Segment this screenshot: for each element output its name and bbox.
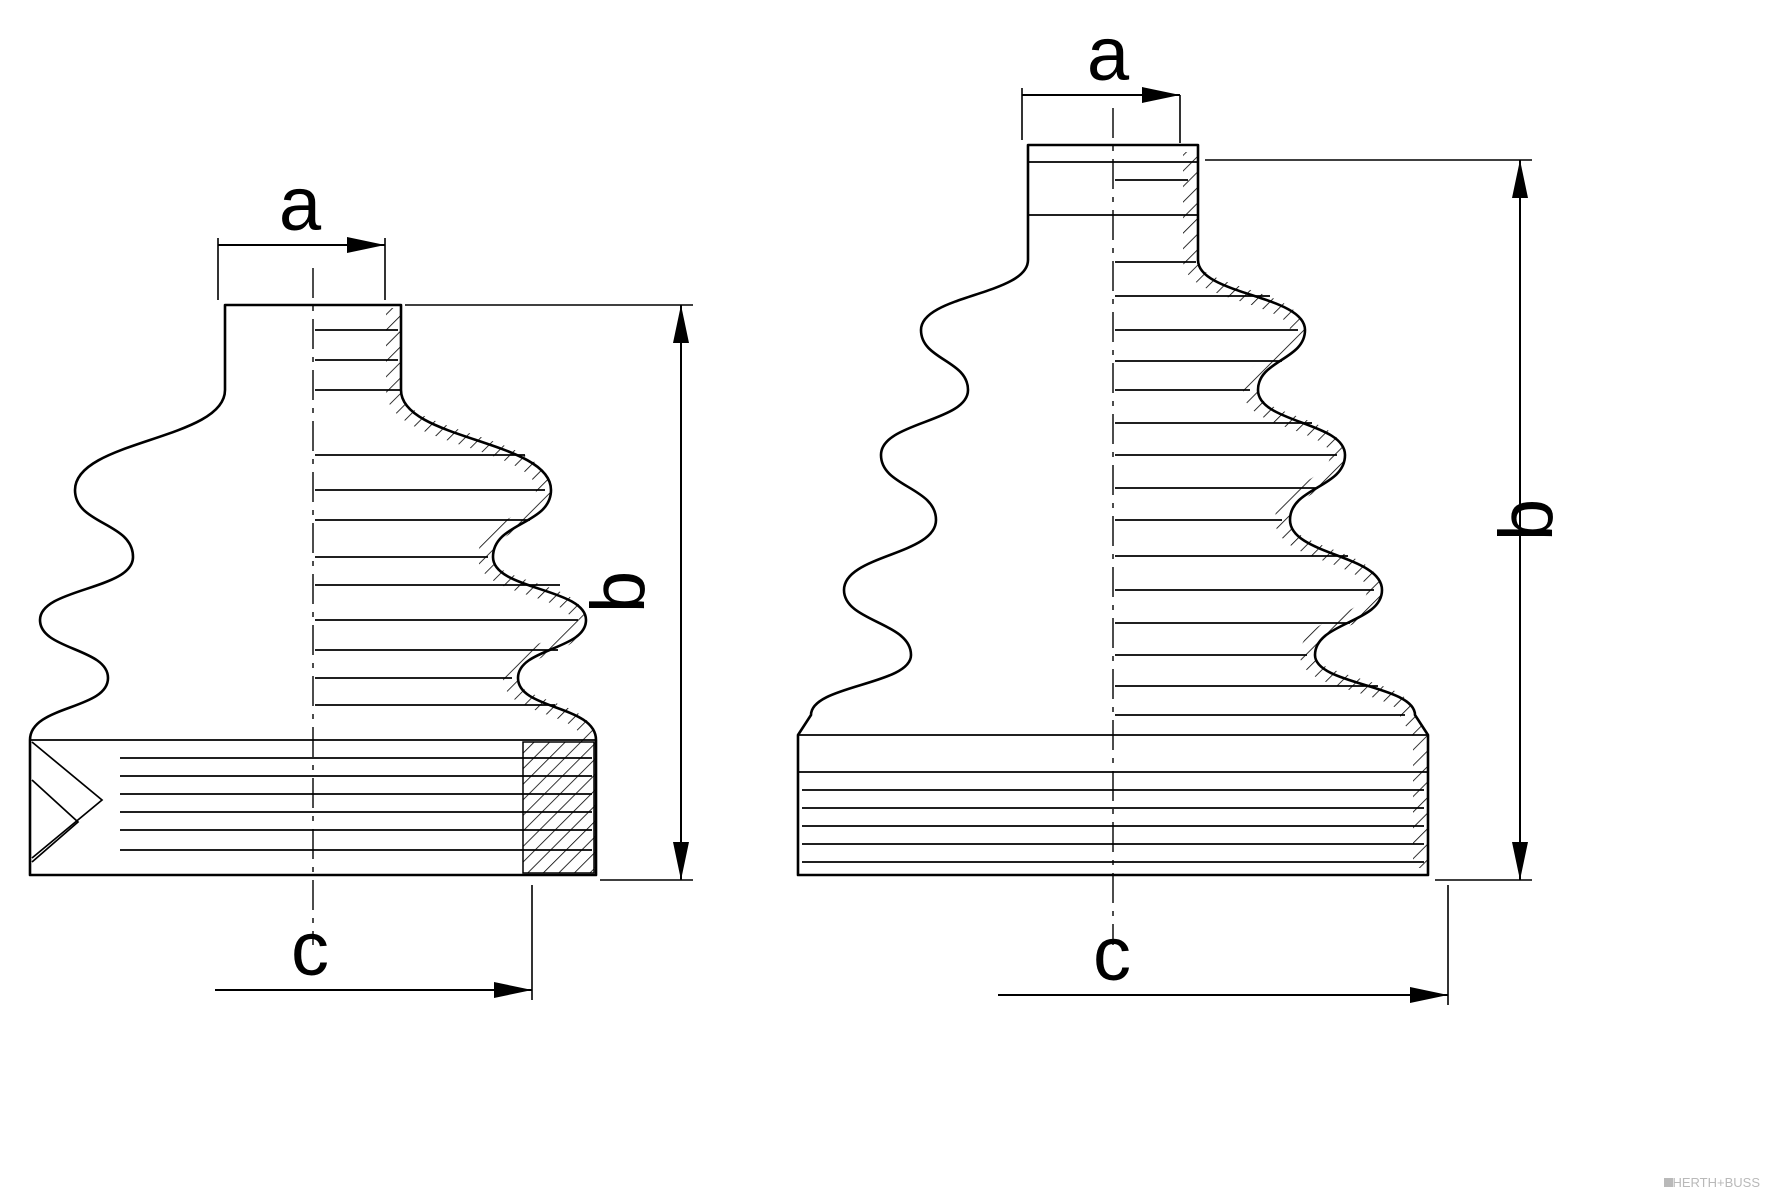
- right-dim-b-arrow-top: [1512, 160, 1528, 198]
- right-dim-b-label: b: [1484, 499, 1569, 541]
- right-dim-b-arrow-bottom: [1512, 842, 1528, 880]
- right-dim-c-arrow: [1410, 987, 1448, 1003]
- right-dim-a-arrow: [1142, 87, 1180, 103]
- left-dim-c: c: [215, 885, 533, 1000]
- right-dim-c-label: c: [1093, 912, 1131, 997]
- right-dim-a: a: [1021, 12, 1181, 143]
- left-dim-a-arrow: [347, 237, 385, 253]
- left-dim-a: a: [217, 162, 386, 300]
- left-dim-b: b: [405, 304, 693, 881]
- left-boot-section-lines: [120, 329, 592, 851]
- right-boot-drawing: a b c: [796, 12, 1569, 1005]
- left-dim-b-label: b: [576, 571, 661, 613]
- right-dim-c: c: [998, 885, 1449, 1005]
- left-dim-b-arrow-bottom: [673, 842, 689, 880]
- watermark-logo-icon: [1664, 1178, 1673, 1187]
- left-dim-c-label: c: [291, 907, 329, 992]
- watermark-brand: HERTH+BUSS: [1672, 1175, 1760, 1190]
- watermark: HERTH+BUSS: [1664, 1175, 1760, 1190]
- left-boot-clamp-section: [522, 741, 595, 874]
- left-boot-drawing: a b c: [28, 162, 693, 1000]
- left-dim-a-label: a: [279, 162, 322, 247]
- right-dim-b: b: [1205, 159, 1569, 881]
- right-dim-a-label: a: [1087, 12, 1130, 97]
- left-dim-c-arrow: [494, 982, 532, 998]
- left-dim-b-arrow-top: [673, 305, 689, 343]
- right-boot-outline: [796, 143, 1430, 877]
